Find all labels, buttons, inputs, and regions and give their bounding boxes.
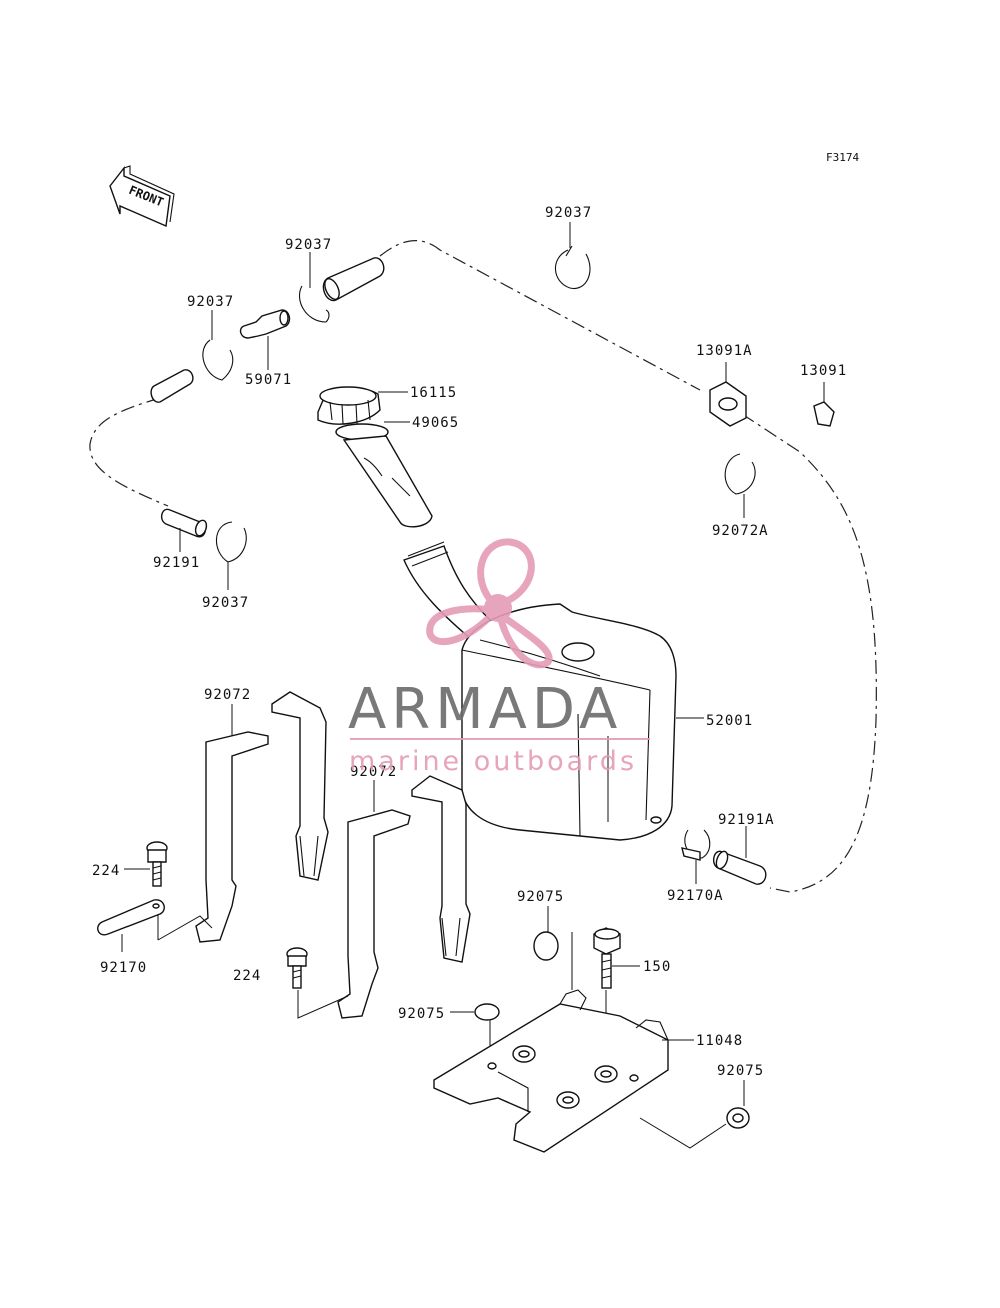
hose-left-bottom: 92191 xyxy=(153,508,208,571)
fuel-tank: 52001 xyxy=(403,541,753,841)
propeller-logo-icon xyxy=(426,538,553,669)
label-59071: 59071 xyxy=(245,372,292,388)
holder-13091: 13091 xyxy=(800,363,847,427)
watermark-tagline: marine outboards xyxy=(349,746,637,777)
figure-code: F3174 xyxy=(826,151,859,164)
label-92037-c: 92037 xyxy=(187,294,234,310)
band-center: 92072 xyxy=(337,764,411,1019)
label-150: 150 xyxy=(643,959,671,975)
hose-routing xyxy=(89,240,877,893)
fitting-59071: 59071 xyxy=(239,309,292,388)
label-92072a: 92072A xyxy=(712,523,769,539)
hose-top xyxy=(322,257,385,302)
label-11048: 11048 xyxy=(696,1033,743,1049)
clamp-left-bottom: 92037 xyxy=(202,521,249,611)
label-92191a: 92191A xyxy=(718,812,775,828)
holder-13091a: 13091A xyxy=(696,343,753,427)
watermark-brand: ARMADA xyxy=(348,677,622,742)
label-92037-d: 92037 xyxy=(202,595,249,611)
plate-92170: 92170 xyxy=(97,899,213,976)
label-224-b: 224 xyxy=(233,968,261,984)
tank-cap: 16115 xyxy=(317,385,457,425)
clamp-left-top: 92037 xyxy=(187,294,234,381)
washer-top: 92075 xyxy=(517,889,573,990)
label-92072-b: 92072 xyxy=(350,764,397,780)
hose-92191a: 92191A xyxy=(712,812,775,885)
label-92075-a: 92075 xyxy=(517,889,564,905)
label-92075-b: 92075 xyxy=(398,1006,445,1022)
hose-left-top xyxy=(150,369,194,403)
washer-right: 92075 xyxy=(639,1063,764,1149)
band-left: 92072 xyxy=(195,687,269,943)
label-13091: 13091 xyxy=(800,363,847,379)
label-52001: 52001 xyxy=(706,713,753,729)
bolt-center: 224 xyxy=(233,947,349,1019)
watermark: ARMADA marine outboards xyxy=(348,538,650,777)
strainer: 49065 xyxy=(335,415,459,528)
label-92170: 92170 xyxy=(100,960,147,976)
washer-left: 92075 xyxy=(398,1003,500,1062)
label-92170a: 92170A xyxy=(667,888,724,904)
band-center-rear xyxy=(411,775,471,963)
label-92037-b: 92037 xyxy=(285,237,332,253)
label-92072-a: 92072 xyxy=(204,687,251,703)
label-49065: 49065 xyxy=(412,415,459,431)
clamp-hose-top: 92037 xyxy=(285,237,332,323)
clamp-92072a: 92072A xyxy=(712,453,769,539)
label-92075-c: 92075 xyxy=(717,1063,764,1079)
band-left-rear xyxy=(271,691,329,881)
label-92191: 92191 xyxy=(153,555,200,571)
bracket-11048: 11048 xyxy=(433,989,743,1153)
label-92037-a: 92037 xyxy=(545,205,592,221)
bolt-left: 224 xyxy=(92,841,168,887)
label-16115: 16115 xyxy=(410,385,457,401)
clamp-92170a: 92170A xyxy=(667,829,724,904)
clamp-top-right: 92037 xyxy=(545,205,592,289)
front-arrow-icon: FRONT xyxy=(109,165,175,228)
label-13091a: 13091A xyxy=(696,343,753,359)
label-224-a: 224 xyxy=(92,863,120,879)
